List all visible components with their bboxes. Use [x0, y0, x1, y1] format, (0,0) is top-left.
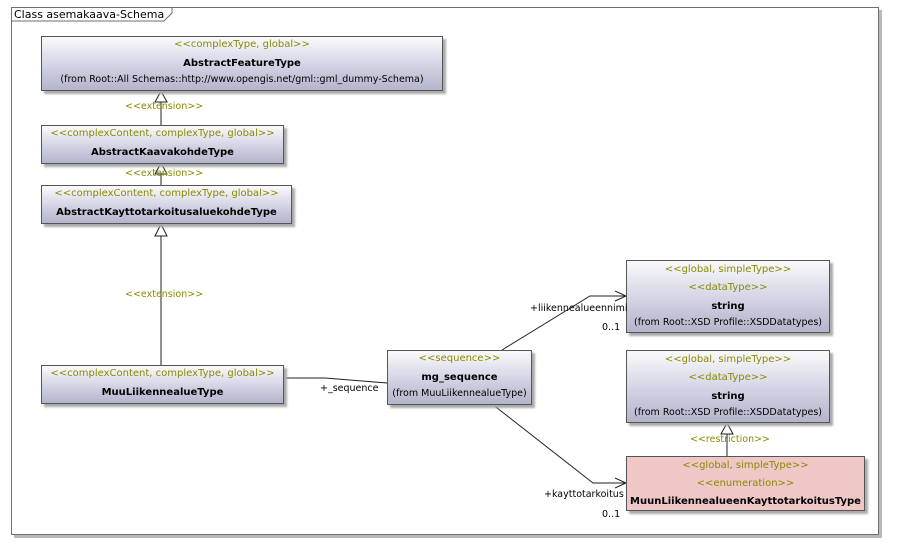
sequence-association-line: [283, 377, 388, 384]
extension-label-3: <<extension>>: [125, 289, 204, 300]
class-name: AbstractKaavakohdeType: [91, 147, 234, 158]
class-name: AbstractFeatureType: [183, 58, 301, 69]
class-stereotype: <<sequence>>: [418, 353, 501, 364]
class-stereotype: <<complexType, global>>: [174, 39, 310, 50]
restriction-arrowhead: [720, 421, 734, 435]
diagram-title-tab: [11, 7, 173, 22]
class-origin: (from MuuLiikennealueType): [392, 388, 527, 399]
extension-arrowhead-2: [154, 161, 168, 175]
class-stereotype: <<complexContent, complexType, global>>: [54, 188, 279, 199]
class-stereotype: <<dataType>>: [688, 282, 768, 293]
kayttotarkoitus-role-label: +kayttotarkoitus: [544, 489, 624, 500]
class-origin: (from Root::All Schemas::http://www.open…: [60, 74, 424, 85]
kayttotarkoitus-association-line: [491, 403, 626, 484]
class-muun-liikennealueen-kayttotarkoitus-type[interactable]: <<global, simpleType>> <<enumeration>> M…: [626, 456, 865, 511]
liikennealueennimi-association-line: [501, 295, 626, 351]
kayttotarkoitus-multiplicity: 0..1: [602, 509, 621, 520]
class-stereotype: <<enumeration>>: [696, 478, 795, 489]
restriction-label: <<restriction>>: [690, 434, 771, 445]
class-origin: (from Root::XSD Profile::XSDDatatypes): [634, 317, 822, 328]
class-name: mg_sequence: [421, 372, 498, 383]
extension-arrowhead-3: [154, 222, 168, 237]
class-abstract-feature-type[interactable]: <<complexType, global>> AbstractFeatureT…: [41, 36, 443, 91]
class-string-datatype-top[interactable]: <<global, simpleType>> <<dataType>> stri…: [626, 260, 830, 333]
sequence-role-label: +_sequence: [320, 383, 379, 394]
liikennealueennimi-role-label: +liikennealueennimi: [530, 303, 628, 314]
class-name: AbstractKayttotarkoitusaluekohdeType: [56, 207, 277, 218]
class-stereotype: <<global, simpleType>>: [682, 460, 809, 471]
class-stereotype: <<dataType>>: [688, 372, 768, 383]
class-name: string: [711, 391, 745, 402]
extension-arrowhead-1: [154, 89, 168, 103]
class-stereotype: <<complexContent, complexType, global>>: [50, 128, 275, 139]
liikennealueennimi-multiplicity: 0..1: [602, 322, 621, 333]
class-name: MuuLiikennealueType: [101, 387, 224, 398]
extension-label-2: <<extension>>: [125, 168, 204, 179]
extension-label-1: <<extension>>: [125, 101, 204, 112]
class-name: string: [711, 301, 745, 312]
class-stereotype: <<global, simpleType>>: [664, 264, 792, 275]
class-abstract-kayttotarkoitusaluekohde-type[interactable]: <<complexContent, complexType, global>> …: [41, 185, 292, 224]
class-string-datatype-bottom[interactable]: <<global, simpleType>> <<dataType>> stri…: [626, 350, 830, 423]
class-name: MuunLiikennealueenKayttotarkoitusType: [630, 496, 861, 507]
class-mg-sequence[interactable]: <<sequence>> mg_sequence (from MuuLiiken…: [387, 350, 532, 405]
class-origin: (from Root::XSD Profile::XSDDatatypes): [634, 407, 822, 418]
class-stereotype: <<complexContent, complexType, global>>: [50, 368, 275, 379]
diagram-title: Class asemakaava-Schema: [14, 8, 165, 21]
class-abstract-kaavakohde-type[interactable]: <<complexContent, complexType, global>> …: [41, 125, 284, 164]
class-muu-liikennealue-type[interactable]: <<complexContent, complexType, global>> …: [41, 365, 284, 404]
class-stereotype: <<global, simpleType>>: [664, 354, 792, 365]
